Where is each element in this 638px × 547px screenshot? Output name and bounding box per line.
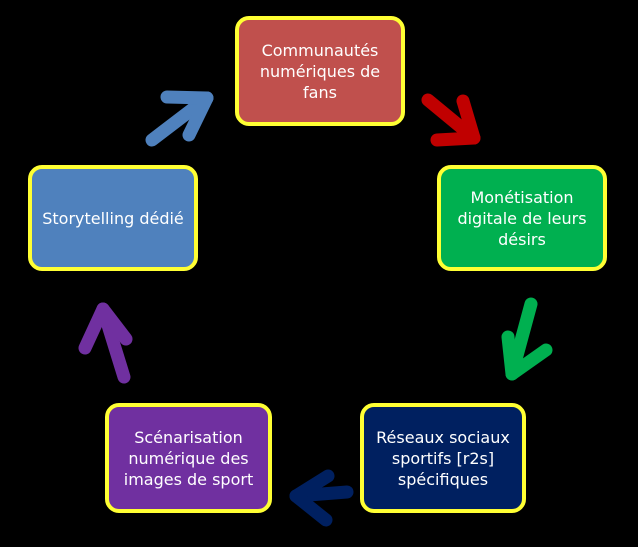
node-label: Réseaux sociaux sportifs [r2s] spécifiqu… (376, 427, 510, 490)
node-line: Réseaux sociaux (376, 427, 510, 447)
node-line: numériques de (259, 61, 381, 81)
arrow-left-to-top-head (160, 90, 214, 142)
node-scenarisation-numerique: Scénarisation numérique des images de sp… (105, 403, 272, 513)
arrow-left-to-top (145, 90, 214, 147)
node-label: Monétisation digitale de leurs désirs (457, 187, 586, 250)
node-monetisation-digitale: Monétisation digitale de leurs désirs (437, 165, 607, 271)
node-line: images de sport (123, 469, 254, 489)
arrow-top-to-right-head (430, 94, 481, 147)
node-line: Storytelling dédié (42, 208, 184, 228)
node-label: Scénarisation numérique des images de sp… (124, 427, 253, 490)
node-line: Communautés (261, 40, 379, 60)
arrow-right-to-bottomright-head (501, 330, 553, 381)
node-line: digitale de leurs (457, 208, 587, 228)
node-storytelling-dedie: Storytelling dédié (28, 165, 198, 271)
arrow-top-to-right (421, 93, 481, 147)
arrow-bottomleft-to-left (78, 302, 133, 384)
node-line: numérique des (128, 448, 249, 468)
arrow-bottomright-to-bottomleft (289, 469, 354, 527)
arrow-bottomleft-to-left-head (78, 302, 133, 355)
arrow-right-to-bottomright (501, 297, 553, 381)
arrow-bottomright-to-bottomleft-head (289, 469, 335, 527)
node-label: Communautés numériques de fans (260, 40, 380, 103)
node-line: spécifiques (397, 469, 489, 489)
node-line: Scénarisation (134, 427, 243, 447)
node-reseaux-sociaux: Réseaux sociaux sportifs [r2s] spécifiqu… (360, 403, 526, 513)
node-line: Monétisation (470, 187, 574, 207)
node-line: sportifs [r2s] (391, 448, 495, 468)
node-communautes-numeriques: Communautés numériques de fans (235, 16, 405, 126)
node-line: désirs (498, 229, 546, 249)
node-line: fans (303, 82, 337, 102)
node-label: Storytelling dédié (42, 208, 184, 229)
